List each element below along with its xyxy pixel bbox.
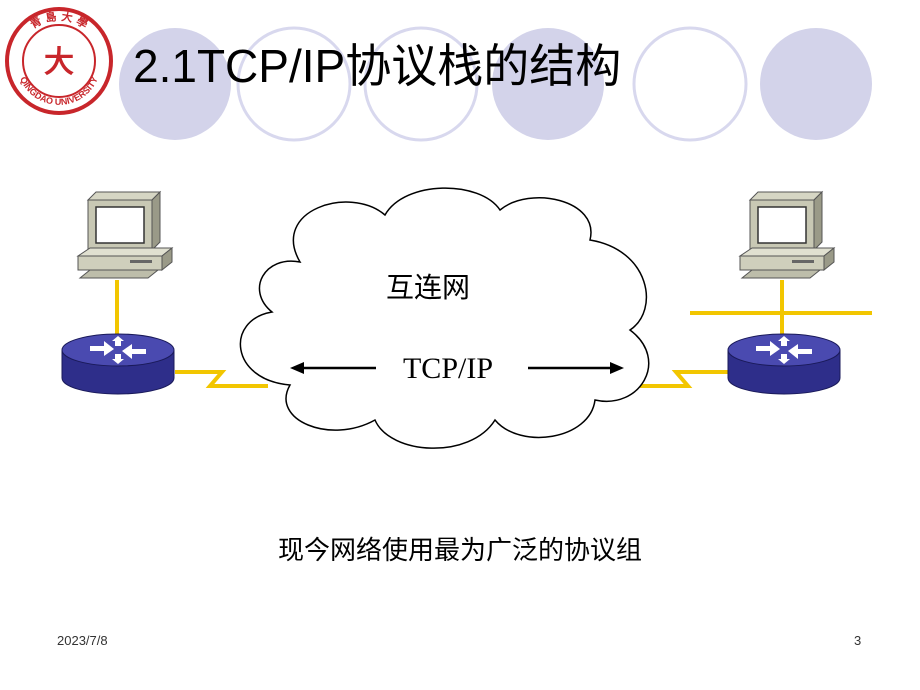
page-number: 3 — [854, 633, 862, 648]
left-arrowhead-icon — [290, 362, 304, 374]
left-router-icon — [61, 333, 175, 395]
decor-circle-filled — [119, 28, 231, 140]
slide-title: 2.1TCP/IP协议栈的结构 — [133, 40, 622, 92]
decor-circle-filled — [492, 28, 604, 140]
svg-text:青 島 大 學: 青 島 大 學 — [28, 9, 91, 31]
decor-circle-outline — [236, 26, 352, 142]
footer-date: 2023/7/8 — [57, 633, 108, 648]
protocol-label: TCP/IP — [403, 352, 493, 385]
protocol-arrows — [290, 362, 624, 374]
left-wan-link — [175, 370, 268, 388]
right-wan-link — [640, 370, 728, 388]
university-logo: QINGDAO UNIVERSITY 青 島 大 學 大 — [5, 7, 113, 115]
internet-cloud — [239, 187, 650, 449]
decor-circle-outline — [632, 26, 748, 142]
right-router-icon — [727, 333, 841, 395]
decor-circle-outline — [363, 26, 479, 142]
cloud-label: 互连网 — [386, 271, 470, 304]
slide-caption: 现今网络使用最为广泛的协议组 — [277, 536, 642, 566]
decor-circles — [119, 26, 872, 142]
left-computer-icon — [76, 190, 174, 279]
svg-text:大: 大 — [44, 45, 74, 80]
decor-circle-filled — [760, 28, 872, 140]
right-computer-icon — [738, 190, 836, 279]
network-links — [115, 280, 872, 388]
right-arrowhead-icon — [610, 362, 624, 374]
